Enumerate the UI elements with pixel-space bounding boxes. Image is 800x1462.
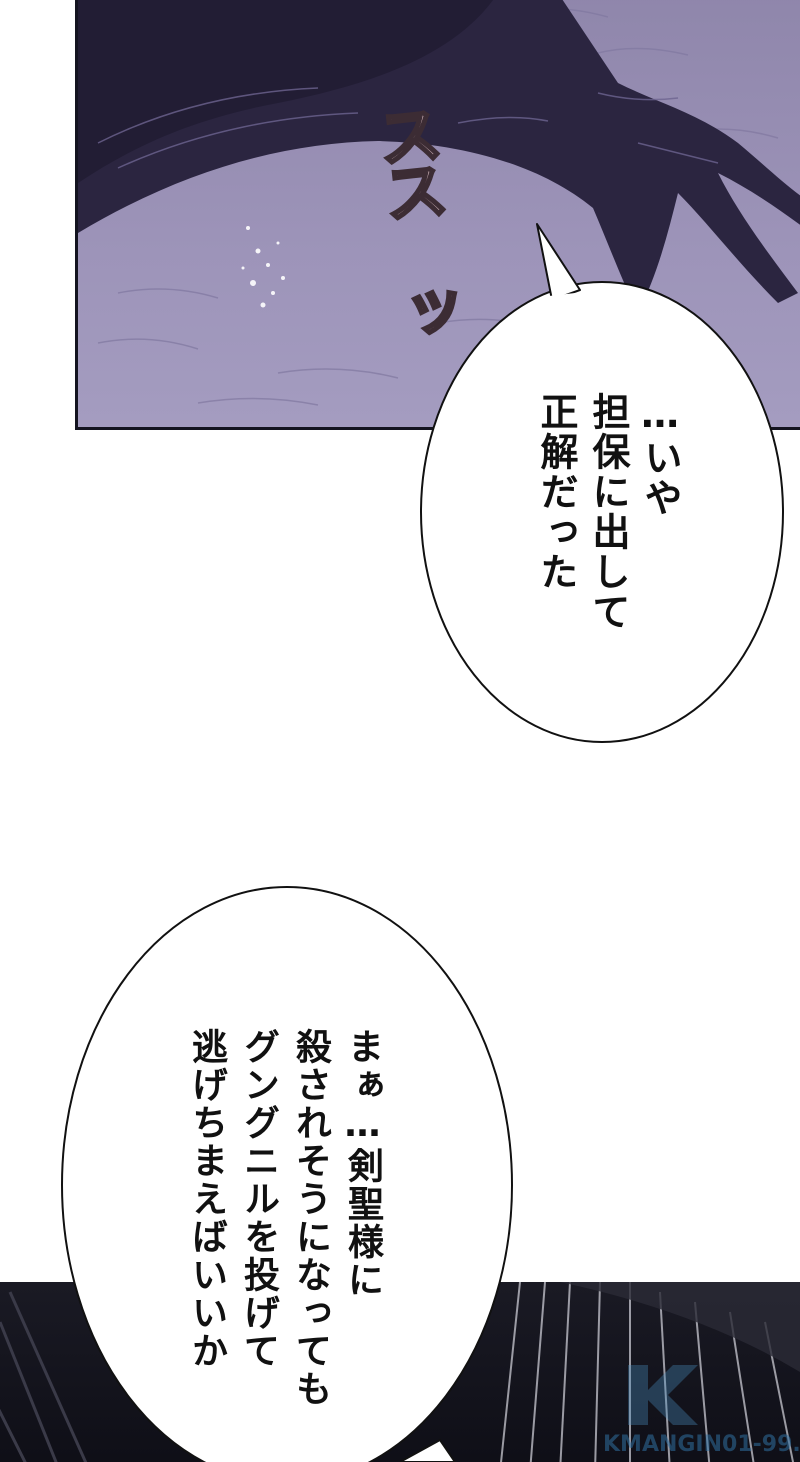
bubble1-line: 担保に出して: [586, 392, 630, 632]
bubble2-line: まぁ…剣聖様に: [342, 1028, 383, 1299]
watermark-logo-icon: [628, 1365, 698, 1425]
panel-top-art: [78, 0, 800, 406]
bubble2-line: グングニルを投げて: [238, 1028, 279, 1370]
bubble2-line: 殺されそうになっても: [290, 1028, 331, 1408]
speech-bubble-1-text: …いや 担保に出して 正解だった: [530, 392, 686, 632]
speech-bubble-2-text: まぁ…剣聖様に 殺されそうになっても グングニルを投げて 逃げちまえばいいか: [180, 1028, 388, 1408]
bubble1-line: 正解だった: [534, 392, 578, 592]
bubble2-line: 逃げちまえばいいか: [186, 1028, 227, 1370]
top-panel: スス ッ: [75, 0, 800, 430]
bubble1-line: …いや: [638, 392, 682, 518]
watermark-text: KMANGIN01-99.COM: [603, 1432, 800, 1457]
